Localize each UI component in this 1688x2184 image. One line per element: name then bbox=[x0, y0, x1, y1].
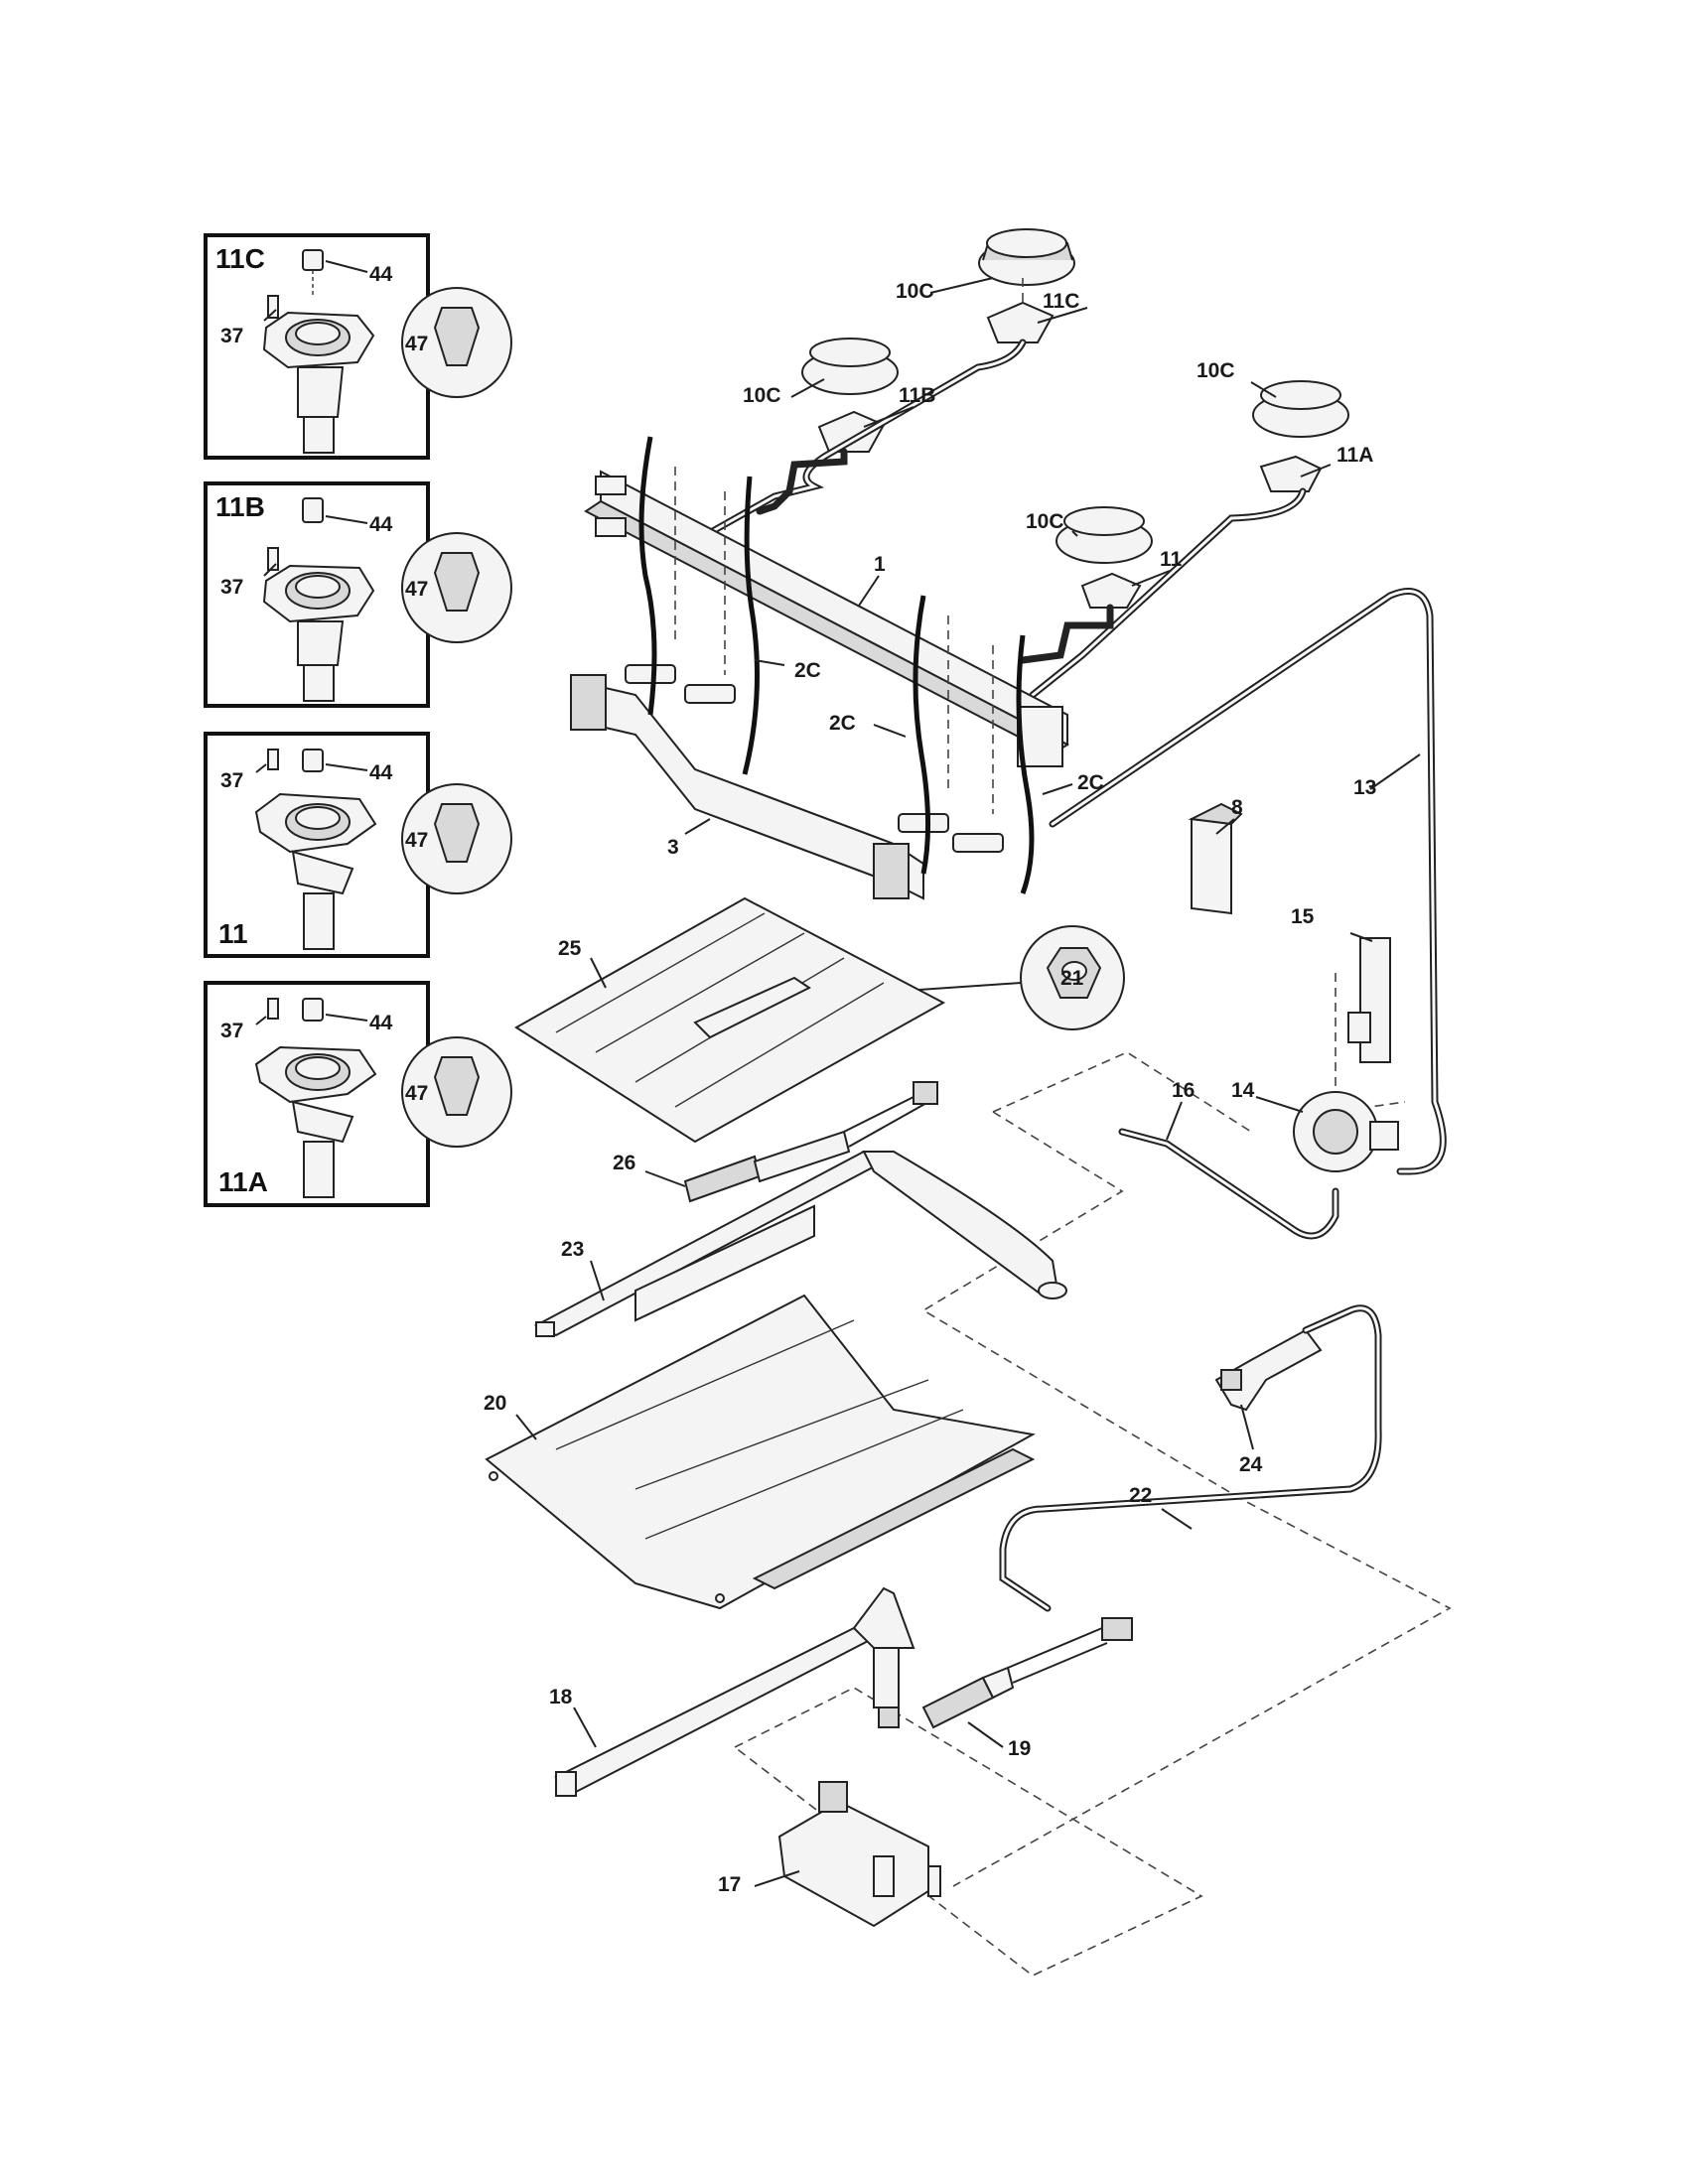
part-17-valve bbox=[777, 1781, 941, 1928]
callout-10c: 10C bbox=[743, 384, 781, 407]
callout-47: 47 bbox=[405, 829, 428, 852]
callout-47: 47 bbox=[405, 578, 428, 601]
part-19-igniter bbox=[921, 1617, 1133, 1729]
callout-2c: 2C bbox=[1077, 771, 1104, 794]
callout-37: 37 bbox=[220, 576, 243, 599]
part-16-tube bbox=[1118, 1128, 1339, 1240]
callout-11c: 11C bbox=[1043, 290, 1079, 313]
callout-2c: 2C bbox=[829, 712, 856, 735]
callout-47: 47 bbox=[405, 1082, 428, 1105]
leaders bbox=[515, 277, 1421, 1887]
manifold-pipe bbox=[570, 664, 1004, 900]
callout-10c: 10C bbox=[1026, 510, 1064, 533]
part-26-igniter bbox=[683, 1081, 938, 1237]
callout-44: 44 bbox=[369, 513, 393, 536]
inset-11b: 11B 44 37 47 bbox=[204, 481, 512, 708]
part-8-bracket bbox=[1188, 802, 1243, 915]
callout-44: 44 bbox=[369, 761, 393, 784]
callout-14: 14 bbox=[1231, 1079, 1255, 1102]
part-25-shield bbox=[514, 896, 946, 1144]
callout-37: 37 bbox=[220, 769, 243, 792]
assembly-guide bbox=[733, 1051, 1452, 1977]
callout-19: 19 bbox=[1008, 1737, 1031, 1760]
callout-18: 18 bbox=[549, 1686, 573, 1708]
callout-2c: 2C bbox=[794, 659, 821, 682]
inset-title: 11B bbox=[215, 491, 265, 522]
part-20-shield bbox=[485, 1294, 1036, 1610]
callout-37: 37 bbox=[220, 325, 243, 347]
callout-10c: 10C bbox=[1196, 359, 1235, 382]
part-14-regulator bbox=[1293, 1091, 1399, 1172]
callout-44: 44 bbox=[369, 263, 393, 286]
callout-3: 3 bbox=[667, 836, 679, 859]
callout-22: 22 bbox=[1129, 1484, 1152, 1507]
manifold-bracket bbox=[584, 470, 1069, 767]
inset-11: 37 44 11 47 bbox=[204, 732, 512, 958]
inset-11c: 11C 44 37 47 bbox=[204, 233, 512, 460]
callout-10c: 10C bbox=[896, 280, 934, 303]
screws bbox=[674, 467, 994, 814]
callout-11a: 11A bbox=[1336, 444, 1373, 467]
callout-11: 11 bbox=[1160, 548, 1183, 571]
part-15-bracket bbox=[1335, 937, 1406, 1113]
callout-16: 16 bbox=[1172, 1079, 1195, 1102]
callout-13: 13 bbox=[1353, 776, 1376, 799]
burner-caps bbox=[801, 228, 1349, 609]
callout-11b: 11B bbox=[899, 384, 935, 407]
callout-24: 24 bbox=[1239, 1453, 1263, 1476]
callout-17: 17 bbox=[718, 1873, 741, 1896]
ignition-wires bbox=[638, 436, 1035, 894]
inset-11a: 37 44 11A 47 bbox=[204, 981, 512, 1207]
part-23-burner bbox=[533, 1150, 1067, 1337]
gas-tubes bbox=[691, 339, 1447, 1175]
callout-21: 21 bbox=[1060, 967, 1084, 990]
inset-title: 11C bbox=[215, 243, 265, 274]
callout-26: 26 bbox=[613, 1152, 635, 1174]
callout-20: 20 bbox=[484, 1392, 506, 1415]
callout-37: 37 bbox=[220, 1020, 243, 1042]
callout-1: 1 bbox=[874, 553, 886, 576]
callout-15: 15 bbox=[1291, 905, 1315, 928]
callout-25: 25 bbox=[558, 937, 582, 960]
inset-title: 11A bbox=[218, 1166, 268, 1197]
callout-47: 47 bbox=[405, 333, 428, 355]
part-18-burner bbox=[554, 1586, 915, 1797]
callout-44: 44 bbox=[369, 1012, 393, 1034]
inset-title: 11 bbox=[218, 918, 248, 949]
part-24-orifice bbox=[999, 1304, 1382, 1612]
callout-23: 23 bbox=[561, 1238, 584, 1261]
callout-8: 8 bbox=[1231, 796, 1243, 819]
